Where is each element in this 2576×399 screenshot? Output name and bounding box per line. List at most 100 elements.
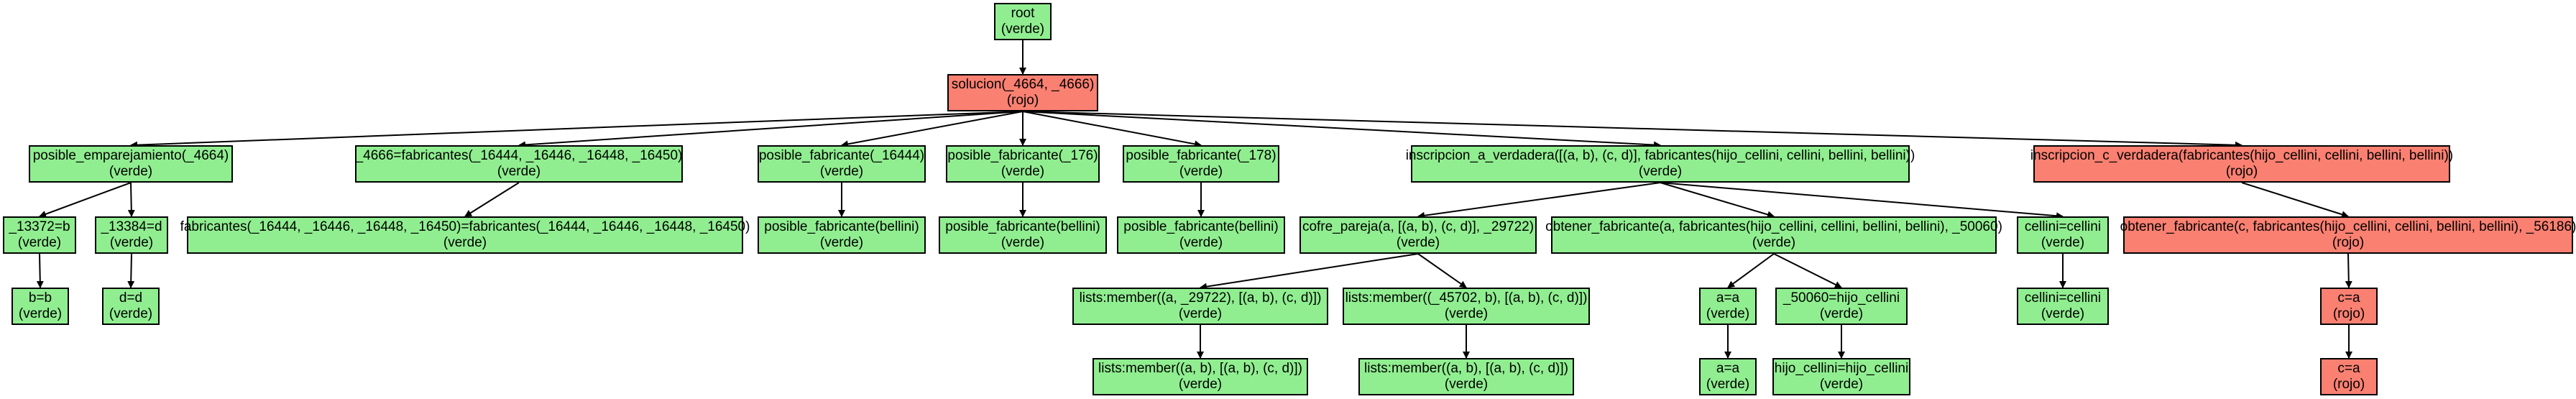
node-label: _13384=d — [101, 219, 162, 234]
tree-node-unificacion-4666: _4666=fabricantes(_16444, _16446, _16448… — [355, 145, 683, 183]
node-status: (verde) — [1819, 377, 1864, 392]
edge-obtener_a-to-aa_1 — [1727, 253, 1775, 288]
tree-node-cellini-igualdad: cellini=cellini (verde) — [2017, 288, 2109, 325]
node-status: (rojo) — [2332, 235, 2365, 250]
node-label: inscripcion_c_verdadera(fabricantes(hijo… — [2030, 148, 2454, 163]
edge-solucion-to-pf_16444 — [841, 111, 1024, 148]
node-status: (verde) — [819, 164, 864, 179]
node-label: a=a — [1716, 290, 1740, 306]
node-label: lists:member((_45702, b), [(a, b), (c, d… — [1345, 290, 1588, 306]
node-status: (verde) — [1706, 306, 1750, 321]
tree-node-fabricantes-igualdad: fabricantes(_16444, _16446, _16448, _164… — [180, 216, 750, 254]
node-label: solucion(_4664, _4666) — [951, 77, 1095, 92]
node-status: (verde) — [1000, 235, 1045, 250]
tree-node-inscripcion-a-verdadera: inscripcion_a_verdadera([(a, b), (c, d)]… — [1406, 145, 1915, 183]
edge-solucion-to-inscripcion_c — [1022, 111, 2242, 149]
tree-node-b-igual-b: b=b (verde) — [12, 288, 69, 325]
tree-node-lists-member-45702: lists:member((_45702, b), [(a, b), (c, d… — [1343, 288, 1590, 325]
node-label: fabricantes(_16444, _16446, _16448, _164… — [180, 219, 750, 234]
node-status: (verde) — [1396, 235, 1440, 250]
edge-posible_emparejamiento-to-eq_13372 — [39, 182, 132, 218]
tree-node-posible-fabricante-16444: posible_fabricante(_16444) (verde) — [758, 145, 926, 183]
tree-node-posible-emparejamiento: posible_emparejamiento(_4664) (verde) — [29, 145, 233, 183]
edge-solucion-to-unif_4666 — [518, 111, 1024, 149]
tree-node-unificacion-13372: _13372=b (verde) — [3, 216, 76, 254]
tree-node-d-igual-d: d=d (verde) — [102, 288, 160, 325]
tree-node-posible-fabricante-176: posible_fabricante(_176) (verde) — [946, 145, 1100, 183]
node-status: (verde) — [2041, 235, 2085, 250]
tree-node-cofre-pareja: cofre_pareja(a, [(a, b), (c, d)], _29722… — [1300, 216, 1537, 254]
node-status: (verde) — [1000, 22, 1045, 37]
tree-node-root: root (verde) — [994, 3, 1052, 40]
node-status: (rojo) — [2332, 306, 2365, 321]
edge-inscripcion_a-to-cellini_eq — [1660, 182, 2064, 220]
node-status: (rojo) — [2225, 164, 2258, 179]
node-label: _50060=hijo_cellini — [1782, 290, 1900, 306]
edge-solucion-to-inscripcion_a — [1022, 111, 1661, 149]
node-status: (verde) — [1178, 377, 1223, 392]
node-status: (verde) — [109, 306, 153, 321]
node-label: posible_fabricante(bellini) — [945, 219, 1100, 234]
node-label: c=a — [2337, 361, 2360, 376]
node-status: (verde) — [1706, 377, 1750, 392]
edge-unif_4666-to-fab_eq — [464, 182, 520, 217]
edge-obtener_c-to-ca_1 — [2345, 253, 2352, 288]
node-status: (verde) — [17, 235, 62, 250]
node-status: (verde) — [497, 164, 541, 179]
tree-node-cellini-igualdad: cellini=cellini (verde) — [2017, 216, 2109, 254]
node-label: d=d — [119, 290, 143, 306]
node-label: obtener_fabricante(c, fabricantes(hijo_c… — [2120, 219, 2576, 234]
node-label: inscripcion_a_verdadera([(a, b), (c, d)]… — [1405, 148, 1915, 163]
tree-node-inscripcion-c-verdadera: inscripcion_c_verdadera(fabricantes(hijo… — [2030, 145, 2454, 183]
node-label: root — [1011, 6, 1035, 21]
node-status: (verde) — [443, 235, 487, 250]
node-label: obtener_fabricante(a, fabricantes(hijo_c… — [1545, 219, 2002, 234]
tree-node-unificacion-50060: _50060=hijo_cellini (verde) — [1775, 288, 1908, 325]
node-status: (rojo) — [2332, 377, 2365, 392]
edge-solucion-to-posible_emparejamiento — [130, 111, 1024, 149]
node-label: a=a — [1716, 361, 1740, 376]
node-status: (verde) — [1752, 235, 1796, 250]
node-status: (verde) — [1179, 164, 1223, 179]
node-status: (verde) — [1819, 306, 1864, 321]
tree-node-posible-fabricante-bellini: posible_fabricante(bellini) (verde) — [939, 216, 1107, 254]
node-label: c=a — [2337, 290, 2360, 306]
tree-node-posible-fabricante-bellini: posible_fabricante(bellini) (verde) — [758, 216, 926, 254]
node-status: (verde) — [819, 235, 864, 250]
node-label: posible_fabricante(_178) — [1126, 148, 1276, 163]
node-status: (verde) — [18, 306, 63, 321]
node-label: posible_fabricante(bellini) — [1123, 219, 1279, 234]
tree-node-a-igual-a: a=a (verde) — [1699, 358, 1757, 395]
edge-inscripcion_c-to-obtener_c — [2241, 182, 2349, 219]
tree-node-a-igual-a: a=a (verde) — [1699, 288, 1757, 325]
node-label: posible_fabricante(_16444) — [758, 148, 925, 163]
node-status: (verde) — [109, 235, 154, 250]
node-label: cofre_pareja(a, [(a, b), (c, d)], _29722… — [1302, 219, 1535, 234]
node-status: (verde) — [2041, 306, 2085, 321]
tree-node-solucion: solucion(_4664, _4666) (rojo) — [947, 74, 1098, 111]
node-status: (verde) — [1000, 164, 1045, 179]
node-label: _4666=fabricantes(_16444, _16446, _16448… — [355, 148, 683, 163]
node-status: (verde) — [1638, 164, 1683, 179]
node-label: b=b — [28, 290, 52, 306]
tree-node-lists-member-29722: lists:member((a, _29722), [(a, b), (c, d… — [1072, 288, 1328, 325]
edge-inscripcion_a-to-cofre_pareja — [1417, 182, 1661, 219]
node-label: cellini=cellini — [2024, 219, 2102, 234]
tree-node-posible-fabricante-178: posible_fabricante(_178) (verde) — [1123, 145, 1279, 183]
tree-node-unificacion-13384: _13384=d (verde) — [95, 216, 168, 254]
tree-node-obtener-fabricante-a: obtener_fabricante(a, fabricantes(hijo_c… — [1545, 216, 2002, 254]
edge-inscripcion_a-to-obtener_a — [1660, 182, 1775, 219]
edge-posible_emparejamiento-to-eq_13384 — [127, 182, 135, 217]
node-status: (verde) — [1444, 377, 1489, 392]
node-label: lists:member((a, b), [(a, b), (c, d)]) — [1098, 361, 1302, 376]
node-label: posible_fabricante(_176) — [947, 148, 1098, 163]
edge-cofre_pareja-to-member_29722 — [1200, 253, 1419, 290]
edge-cofre_pareja-to-member_45702 — [1417, 253, 1467, 288]
node-label: _13372=b — [9, 219, 70, 234]
tree-node-obtener-fabricante-c: obtener_fabricante(c, fabricantes(hijo_c… — [2120, 216, 2576, 254]
edge-eq_13384-to-dd — [127, 253, 135, 288]
node-status: (verde) — [1444, 306, 1489, 321]
node-label: posible_fabricante(bellini) — [764, 219, 919, 234]
node-label: lists:member((a, b), [(a, b), (c, d)]) — [1364, 361, 1568, 376]
